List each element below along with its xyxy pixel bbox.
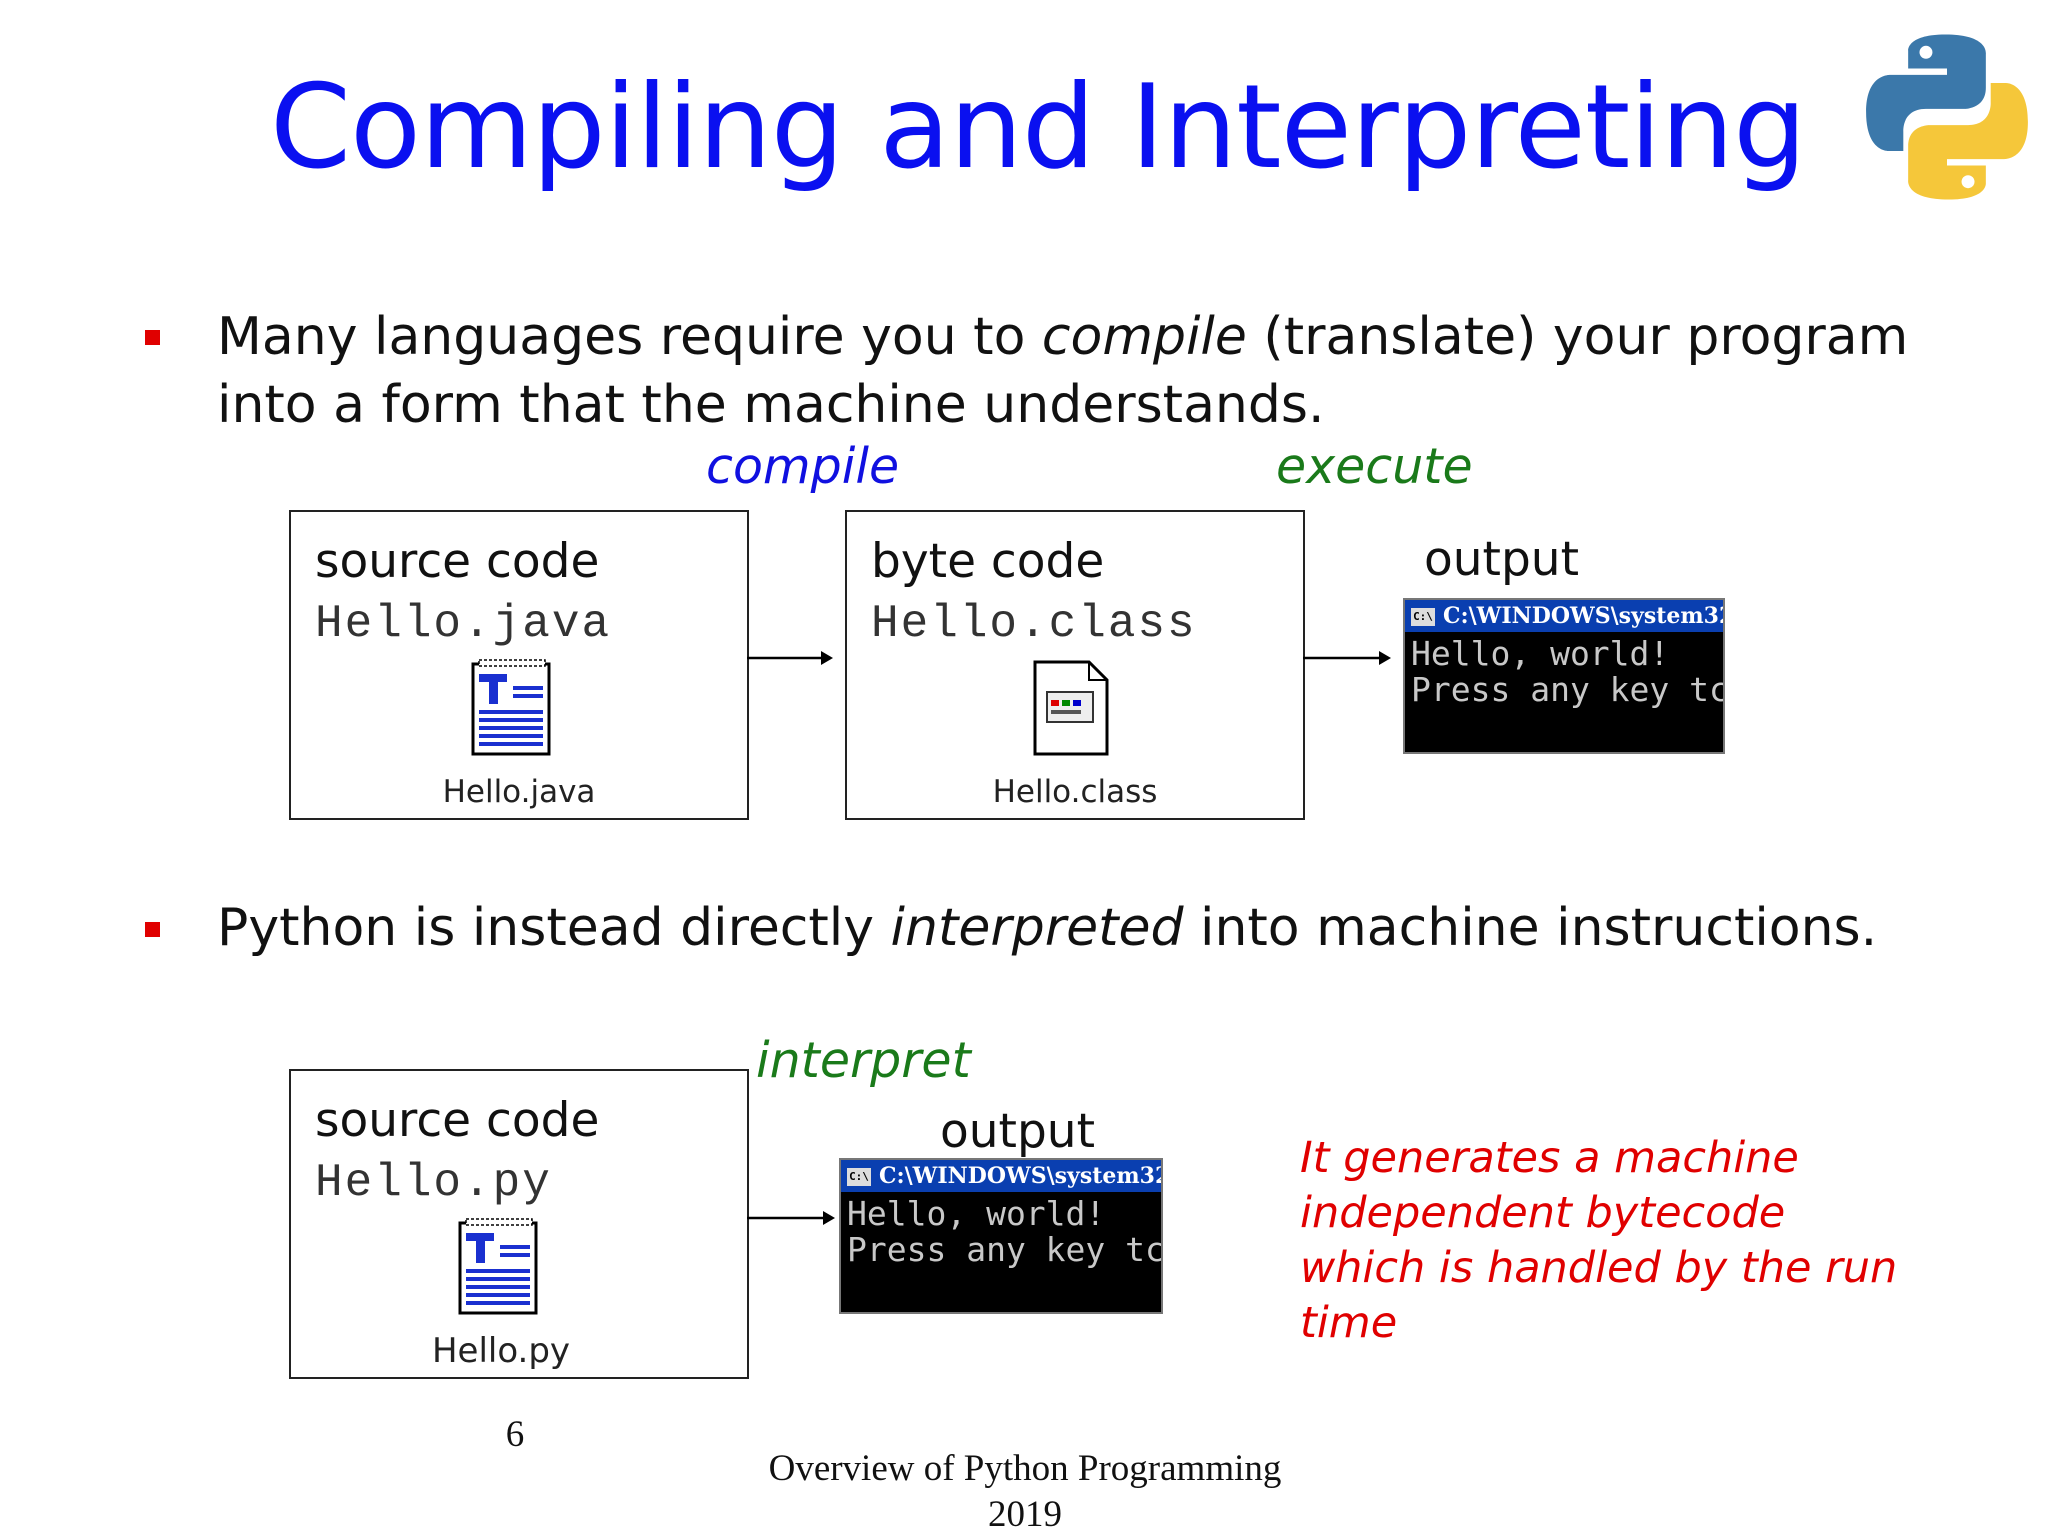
output-label: output <box>1424 532 1580 587</box>
text-document-icon <box>458 1218 538 1315</box>
console-line: Hello, world! <box>1411 634 1670 673</box>
python-source-box: source code Hello.py Hello.py <box>289 1069 749 1379</box>
footer-year: 2019 <box>988 1494 1062 1535</box>
interpret-emphasis: interpreted <box>890 898 1184 958</box>
output-label: output <box>940 1104 1096 1159</box>
compile-emphasis: compile <box>1041 307 1247 367</box>
console-title-bar: C:\C:\WINDOWS\system32\cı <box>1405 600 1723 632</box>
console-icon: C:\ <box>1411 608 1435 626</box>
footer-title: Overview of Python Programming <box>768 1448 1282 1489</box>
byte-filename: Hello.class <box>871 598 1197 650</box>
console-window: C:\C:\WINDOWS\system32\cı Hello, world! … <box>839 1158 1163 1314</box>
bullet-text-compile: Many languages require you to compile (t… <box>217 307 1909 435</box>
source-filename: Hello.java <box>315 598 612 650</box>
python-logo-icon <box>1866 34 2028 200</box>
console-title-bar: C:\C:\WINDOWS\system32\cı <box>841 1160 1161 1192</box>
python-filename: Hello.py <box>315 1157 552 1209</box>
console-icon: C:\ <box>847 1168 871 1186</box>
page-number: 6 <box>505 1414 525 1455</box>
console-line: Press any key tc <box>847 1230 1163 1269</box>
file-caption: Hello.py <box>431 1331 571 1371</box>
bytecode-note: It generates a machine independent bytec… <box>1300 1133 1898 1348</box>
bullet-text-interpret: Python is instead directly interpreted i… <box>217 898 1878 958</box>
file-caption: Hello.class <box>992 774 1158 810</box>
compile-label: compile <box>706 438 900 495</box>
file-caption: Hello.java <box>442 774 596 810</box>
source-code-box: source code Hello.java Hello.java <box>289 510 749 820</box>
arrow-icon <box>747 651 833 665</box>
console-window: C:\C:\WINDOWS\system32\cı Hello, world! … <box>1403 598 1725 754</box>
arrow-icon <box>747 1211 835 1225</box>
slide-title: Compiling and Interpreting <box>270 60 1807 195</box>
byte-code-box: byte code Hello.class Hello.class <box>845 510 1305 820</box>
box-title: source code <box>315 534 600 589</box>
bullet-marker <box>145 922 160 937</box>
bullet-marker <box>145 330 160 345</box>
execute-label: execute <box>1276 438 1473 495</box>
arrow-icon <box>1303 651 1391 665</box>
box-title: byte code <box>871 534 1105 589</box>
console-line: Press any key tc <box>1411 670 1725 709</box>
class-file-icon <box>1033 660 1109 756</box>
console-line: Hello, world! <box>847 1194 1106 1233</box>
text-document-icon <box>471 659 551 756</box>
interpret-label: interpret <box>756 1032 971 1089</box>
box-title: source code <box>315 1093 600 1148</box>
